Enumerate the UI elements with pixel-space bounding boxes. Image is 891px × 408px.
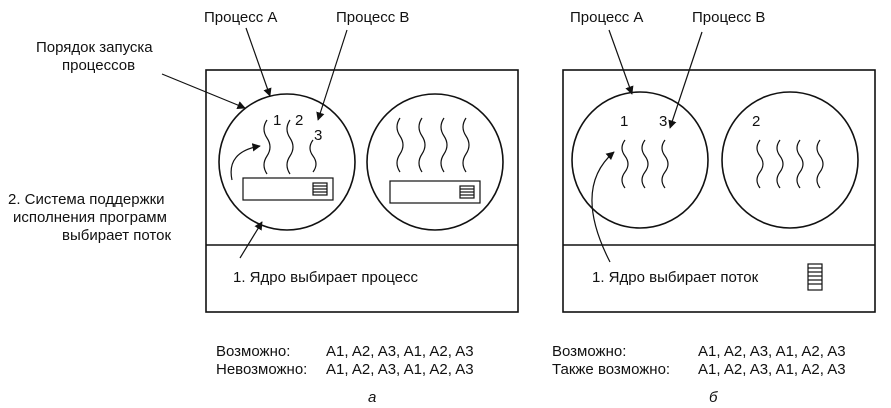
left-thread-num-1: 1 <box>273 112 281 129</box>
left-thread-b1-icon <box>396 117 404 173</box>
left-possible-label: Возможно: <box>216 343 290 360</box>
right-thread-b4-icon <box>816 139 824 189</box>
left-thread-a2-icon <box>286 119 294 175</box>
left-runtime-line1: 2. Система поддержки <box>8 191 165 208</box>
right-process-b-label: Процесс B <box>692 9 765 26</box>
left-runtime-line2: исполнения программ <box>13 209 167 226</box>
right-kernel-label: 1. Ядро выбирает поток <box>592 269 759 286</box>
right-also-possible-seq: A1, A2, A3, A1, A2, A3 <box>698 361 846 378</box>
right-process-b-arrow <box>668 31 703 129</box>
diagram-right: Процесс A Процесс B 1 3 2 1. Ядро выбира… <box>552 9 876 406</box>
right-thread-b1-icon <box>756 139 764 189</box>
left-outer-box <box>205 69 519 313</box>
left-possible-seq: A1, A2, A3, A1, A2, A3 <box>326 343 474 360</box>
left-process-a-label: Процесс A <box>204 9 277 26</box>
left-thread-a1-icon <box>263 119 271 175</box>
left-thread-num-3: 3 <box>314 127 322 144</box>
right-process-b-circle <box>721 91 859 229</box>
right-also-possible-label: Также возможно: <box>552 361 670 378</box>
left-process-a-arrow <box>245 27 272 97</box>
right-process-a-arrow <box>608 29 634 95</box>
left-impossible-label: Невозможно: <box>216 361 307 378</box>
left-process-b-circle <box>366 93 504 231</box>
right-caption: б <box>709 389 718 406</box>
right-process-a-label: Процесс A <box>570 9 643 26</box>
right-process-a-circle <box>571 91 709 229</box>
right-possible-seq: A1, A2, A3, A1, A2, A3 <box>698 343 846 360</box>
left-kernel-label: 1. Ядро выбирает процесс <box>233 269 418 286</box>
right-kernel-thread-table <box>807 263 823 291</box>
left-kernel-arrow <box>239 221 263 259</box>
left-thread-num-2: 2 <box>295 112 303 129</box>
right-possible-label: Возможно: <box>552 343 626 360</box>
left-runtime-table-b <box>389 180 481 204</box>
right-thread-b3-icon <box>796 139 804 189</box>
left-thread-b4-icon <box>462 117 470 173</box>
left-process-b-arrow <box>316 29 348 121</box>
left-thread-b3-icon <box>440 117 448 173</box>
left-process-a-circle <box>218 93 356 231</box>
left-runtime-line3: выбирает поток <box>62 227 171 244</box>
left-impossible-seq: A1, A2, A3, A1, A2, A3 <box>326 361 474 378</box>
right-kernel-arrow <box>591 151 615 263</box>
right-thread-a1-icon <box>621 139 629 189</box>
right-thread-a3-icon <box>661 139 669 189</box>
right-thread-num-2: 2 <box>752 113 760 130</box>
right-thread-num-3: 3 <box>659 113 667 130</box>
left-launch-order-line2: процессов <box>62 57 135 74</box>
left-runtime-table-a <box>242 177 334 201</box>
diagram-left: Процесс A Процесс B Порядок запуска проц… <box>8 9 519 406</box>
right-thread-num-1: 1 <box>620 113 628 130</box>
left-caption: а <box>368 389 376 406</box>
left-process-b-label: Процесс B <box>336 9 409 26</box>
right-outer-box <box>562 69 876 313</box>
right-thread-a2-icon <box>641 139 649 189</box>
left-runtime-arrow <box>230 143 261 181</box>
left-launch-order-arrow <box>161 73 246 110</box>
right-thread-b2-icon <box>776 139 784 189</box>
left-thread-b2-icon <box>418 117 426 173</box>
left-thread-a3-icon <box>309 139 317 173</box>
left-launch-order-line1: Порядок запуска <box>36 39 153 56</box>
